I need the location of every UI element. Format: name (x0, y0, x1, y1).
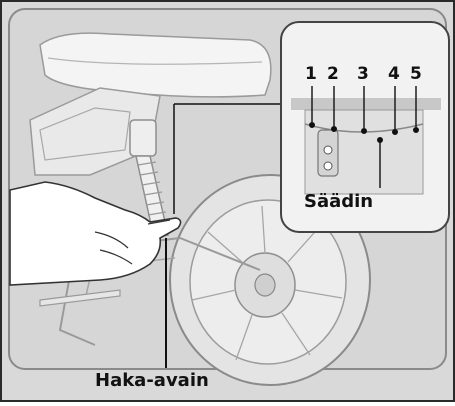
position-label-5: 5 (410, 64, 422, 84)
hook-wrench-label: Haka-avain (95, 370, 209, 391)
position-label-3: 3 (357, 64, 369, 84)
position-label-4: 4 (388, 64, 400, 84)
position-mark-4 (393, 130, 398, 135)
adjuster-label: Säädin (304, 191, 373, 212)
position-label-1: 1 (305, 64, 317, 84)
position-mark-2 (332, 127, 337, 132)
position-mark-3 (362, 129, 367, 134)
position-label-2: 2 (327, 64, 339, 84)
position-mark-1 (310, 123, 315, 128)
position-mark-5 (414, 128, 419, 133)
